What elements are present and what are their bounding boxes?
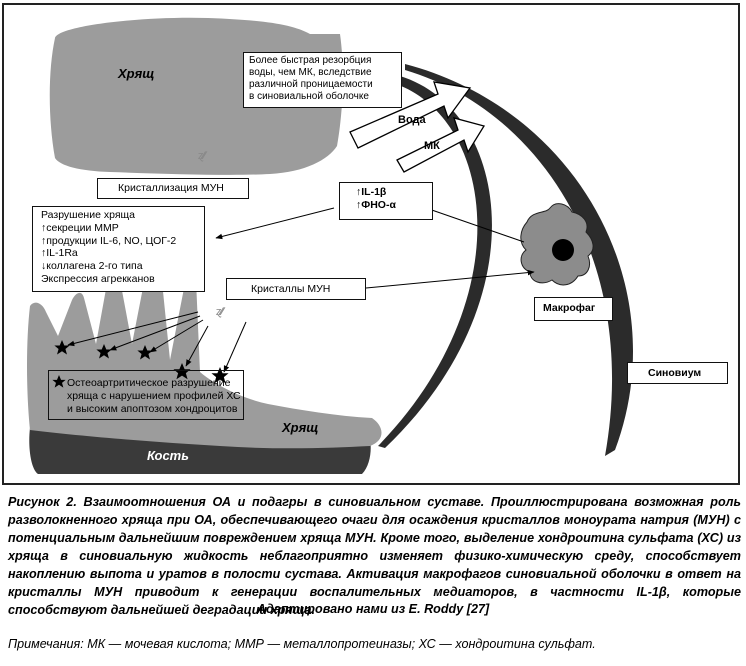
cytokines-box: ↑IL-1β ↑ФНО-α	[339, 182, 433, 220]
label-cartilage-lower: Хрящ	[282, 420, 319, 435]
arrow-crystals-to-star-3	[149, 319, 204, 353]
msu-deposit-stars	[52, 340, 229, 388]
star-1	[54, 340, 70, 355]
crystallization-label: Кристаллизация МУН	[118, 182, 224, 194]
bone-layer	[29, 428, 371, 474]
water-arrow	[349, 81, 472, 149]
figure-credit: Адаптировано нами из E. Roddy [27]	[256, 602, 490, 616]
osteoarthritic-line-2: хряща с нарушением профилей ХС	[67, 389, 241, 402]
resorption-line-1: Более быстрая резорбция	[249, 55, 372, 66]
resorption-line-3: различной проницаемости	[249, 79, 373, 90]
arrow-crystals-to-star-2	[109, 315, 201, 351]
msu-crystals-box: Кристаллы МУН	[226, 278, 366, 300]
cytokine-tnf: ↑ФНО-α	[356, 198, 396, 211]
resorption-box: Более быстрая резорбция воды, чем МК, вс…	[243, 52, 402, 108]
resorption-line-4: в синовиальной оболочке	[249, 91, 369, 102]
synovium-band	[405, 64, 634, 456]
arrow-crystals-to-star-5	[223, 321, 247, 373]
cytokine-il1b: ↑IL-1β	[356, 186, 387, 198]
osteoarthritic-line-1: Остеоартритическое разрушение	[67, 377, 231, 389]
cartilage-destruction-box: Разрушение хряща ↑секреции ММР ↑продукци…	[32, 206, 205, 292]
label-cartilage-upper: Хрящ	[118, 66, 155, 81]
star-4	[173, 363, 191, 380]
star-5	[211, 367, 229, 384]
destruction-line-2: ↑секреции ММР	[41, 221, 119, 234]
destruction-line-1: Разрушение хряща	[41, 209, 135, 221]
destruction-line-3: ↑продукции IL-6, NO, ЦОГ-2	[41, 234, 177, 247]
arrow-crystals-to-star-4	[185, 325, 209, 367]
macrophage-box: Макрофаг	[534, 297, 613, 321]
crystal-glyph-upper: ɀ∕∕∕	[198, 150, 206, 162]
label-water: Вода	[398, 114, 426, 126]
osteoarthritic-line-3: и высоким апоптозом хондроцитов	[67, 402, 238, 415]
crystal-glyph-lower: ɀ∕∕∕	[216, 306, 224, 318]
figure-notes: Примечания: МК — мочевая кислота; ММР — …	[8, 637, 596, 651]
uric-acid-arrow	[396, 117, 486, 173]
osteoarthritic-box: Остеоартритическое разрушение хряща с на…	[48, 370, 244, 420]
figure-frame	[2, 3, 740, 485]
lower-cartilage	[27, 256, 382, 449]
synovium-label: Синовиум	[648, 367, 702, 379]
arrow-cytokines-to-destruction	[215, 207, 335, 240]
star-3	[137, 345, 153, 360]
label-bone: Кость	[147, 448, 189, 463]
synovium-inner	[378, 76, 492, 448]
destruction-line-5: ↓коллагена 2-го типа	[41, 260, 143, 273]
label-uric-acid: МК	[424, 140, 440, 152]
legend-star	[52, 375, 66, 388]
macrophage-label: Макрофаг	[543, 302, 596, 314]
star-2	[96, 344, 112, 359]
arrow-crystals-to-star-1	[67, 311, 199, 347]
destruction-line-6: Экспрессия агрекканов	[41, 272, 155, 285]
figure-caption: Рисунок 2. Взаимоотношения ОА и подагры …	[8, 495, 741, 617]
msu-crystals-label: Кристаллы МУН	[251, 283, 331, 295]
synovium-box: Синовиум	[627, 362, 728, 384]
resorption-line-2: воды, чем МК, вследствие	[249, 67, 372, 78]
arrow-macrophage-to-cytokines	[425, 207, 525, 243]
macrophage-nucleus	[552, 239, 574, 261]
crystallization-box: Кристаллизация МУН	[97, 178, 249, 199]
arrow-crystals-to-macrophage	[365, 269, 535, 289]
destruction-line-4: ↑IL-1Ra	[41, 247, 78, 260]
